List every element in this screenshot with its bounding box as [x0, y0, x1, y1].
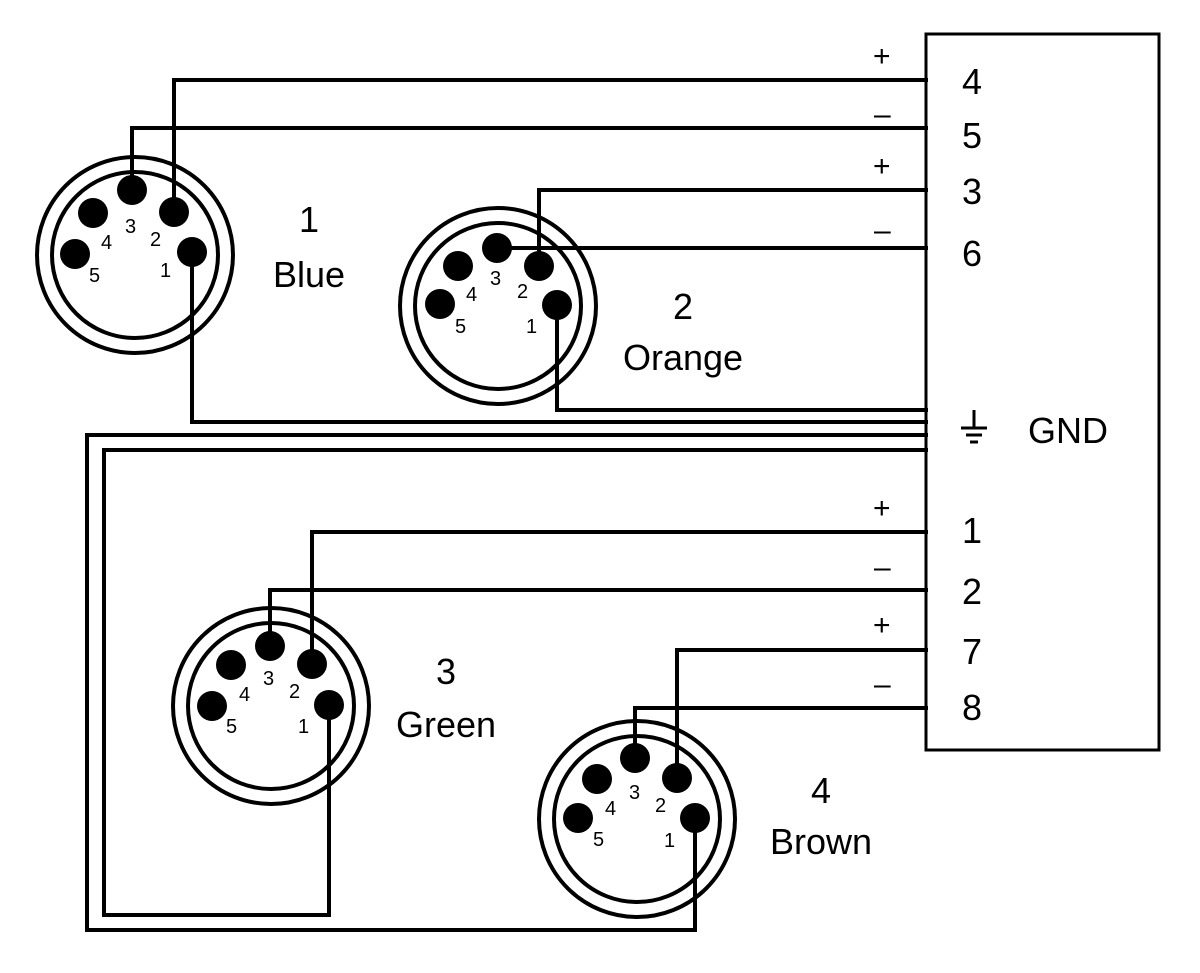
- pin-label-5: 5: [89, 265, 100, 287]
- pin-2: [297, 649, 327, 679]
- pin-1: [314, 690, 344, 720]
- wire-orange-plus: [537, 188, 928, 268]
- terminal-3-label: 3: [962, 171, 982, 212]
- pin-label-1: 1: [526, 316, 537, 338]
- pin-2: [159, 197, 189, 227]
- terminal-2-label: 2: [962, 571, 982, 612]
- wire-green-ground: [102, 448, 928, 917]
- pin-5: [60, 239, 90, 269]
- din-connector-2: 1 2 3 4 5: [398, 206, 598, 406]
- pin-2: [524, 251, 554, 281]
- pin-4: [216, 650, 246, 680]
- pin-label-4: 4: [239, 684, 250, 706]
- connector-inner-ring: [552, 734, 722, 904]
- terminal-1-label: 1: [962, 510, 982, 551]
- wire-brown-plus: [675, 648, 928, 780]
- connector-number-2: 2: [673, 286, 693, 327]
- pin-2: [662, 763, 692, 793]
- wire-brown-ground: [85, 433, 928, 932]
- pin-label-4: 4: [101, 232, 112, 254]
- din-connector-1: 1 2 3 4 5: [35, 155, 235, 355]
- pin-5: [425, 289, 455, 319]
- pin-5: [563, 803, 593, 833]
- pin-label-2: 2: [655, 795, 666, 817]
- connector-number-4: 4: [811, 770, 831, 811]
- pin-label-3: 3: [490, 268, 501, 290]
- pin-label-4: 4: [605, 798, 616, 820]
- connector-color-1: Blue: [273, 254, 345, 295]
- polarity-minus-2: –: [874, 551, 891, 584]
- terminal-7-label: 7: [962, 631, 982, 672]
- pin-label-2: 2: [289, 681, 300, 703]
- terminal-block: [924, 32, 1161, 752]
- pin-4: [443, 251, 473, 281]
- connector-inner-ring: [50, 170, 220, 340]
- connector-number-1: 1: [299, 199, 319, 240]
- wire-orange-ground: [555, 303, 928, 412]
- pin-1: [542, 290, 572, 320]
- terminal-5-label: 5: [962, 115, 982, 156]
- pin-label-5: 5: [455, 316, 466, 338]
- pin-3: [255, 631, 285, 661]
- connector-color-4: Brown: [770, 821, 872, 862]
- pin-5: [197, 691, 227, 721]
- pin-label-5: 5: [226, 716, 237, 738]
- polarity-plus-1: +: [873, 492, 891, 525]
- pin-1: [680, 803, 710, 833]
- pin-3: [620, 743, 650, 773]
- polarity-plus-4: +: [873, 40, 891, 73]
- pin-3: [482, 233, 512, 263]
- pin-3: [117, 175, 147, 205]
- terminal-8-label: 8: [962, 687, 982, 728]
- polarity-minus-5: –: [874, 98, 891, 131]
- pin-label-2: 2: [150, 229, 161, 251]
- wire-brown-minus: [633, 706, 928, 760]
- pin-4: [78, 198, 108, 228]
- connector-outer-ring: [537, 719, 737, 919]
- connector-inner-ring: [413, 221, 583, 391]
- polarity-plus-7: +: [873, 609, 891, 642]
- terminal-6-label: 6: [962, 233, 982, 274]
- pin-1: [177, 237, 207, 267]
- connector-outer-ring: [35, 155, 235, 355]
- connector-inner-ring: [186, 621, 356, 791]
- connector-color-2: Orange: [623, 337, 743, 378]
- pin-label-1: 1: [664, 830, 675, 852]
- terminal-4-label: 4: [962, 61, 982, 102]
- connector-number-3: 3: [436, 651, 456, 692]
- pin-label-5: 5: [593, 829, 604, 851]
- gnd-label: GND: [1028, 410, 1108, 451]
- wire-blue-minus: [130, 126, 928, 192]
- polarity-minus-8: –: [874, 668, 891, 701]
- pin-label-3: 3: [125, 216, 136, 238]
- connector-outer-ring: [398, 206, 598, 406]
- din-connector-4: 1 2 3 4 5: [537, 719, 737, 919]
- wire-blue-ground: [190, 250, 928, 424]
- pin-4: [582, 764, 612, 794]
- connector-color-3: Green: [396, 704, 496, 745]
- pin-label-3: 3: [629, 782, 640, 804]
- polarity-plus-3: +: [873, 150, 891, 183]
- pin-label-3: 3: [263, 668, 274, 690]
- pin-label-2: 2: [517, 281, 528, 303]
- polarity-minus-6: –: [874, 214, 891, 247]
- connector-outer-ring: [171, 606, 371, 806]
- wire-blue-plus: [172, 78, 928, 214]
- ground-icon: [961, 410, 987, 444]
- pin-label-1: 1: [160, 260, 171, 282]
- wire-green-plus: [310, 530, 928, 666]
- wire-green-minus: [268, 588, 928, 648]
- pin-label-4: 4: [466, 284, 477, 306]
- pin-label-1: 1: [298, 716, 309, 738]
- din-connector-3: 1 2 3 4 5: [171, 606, 371, 806]
